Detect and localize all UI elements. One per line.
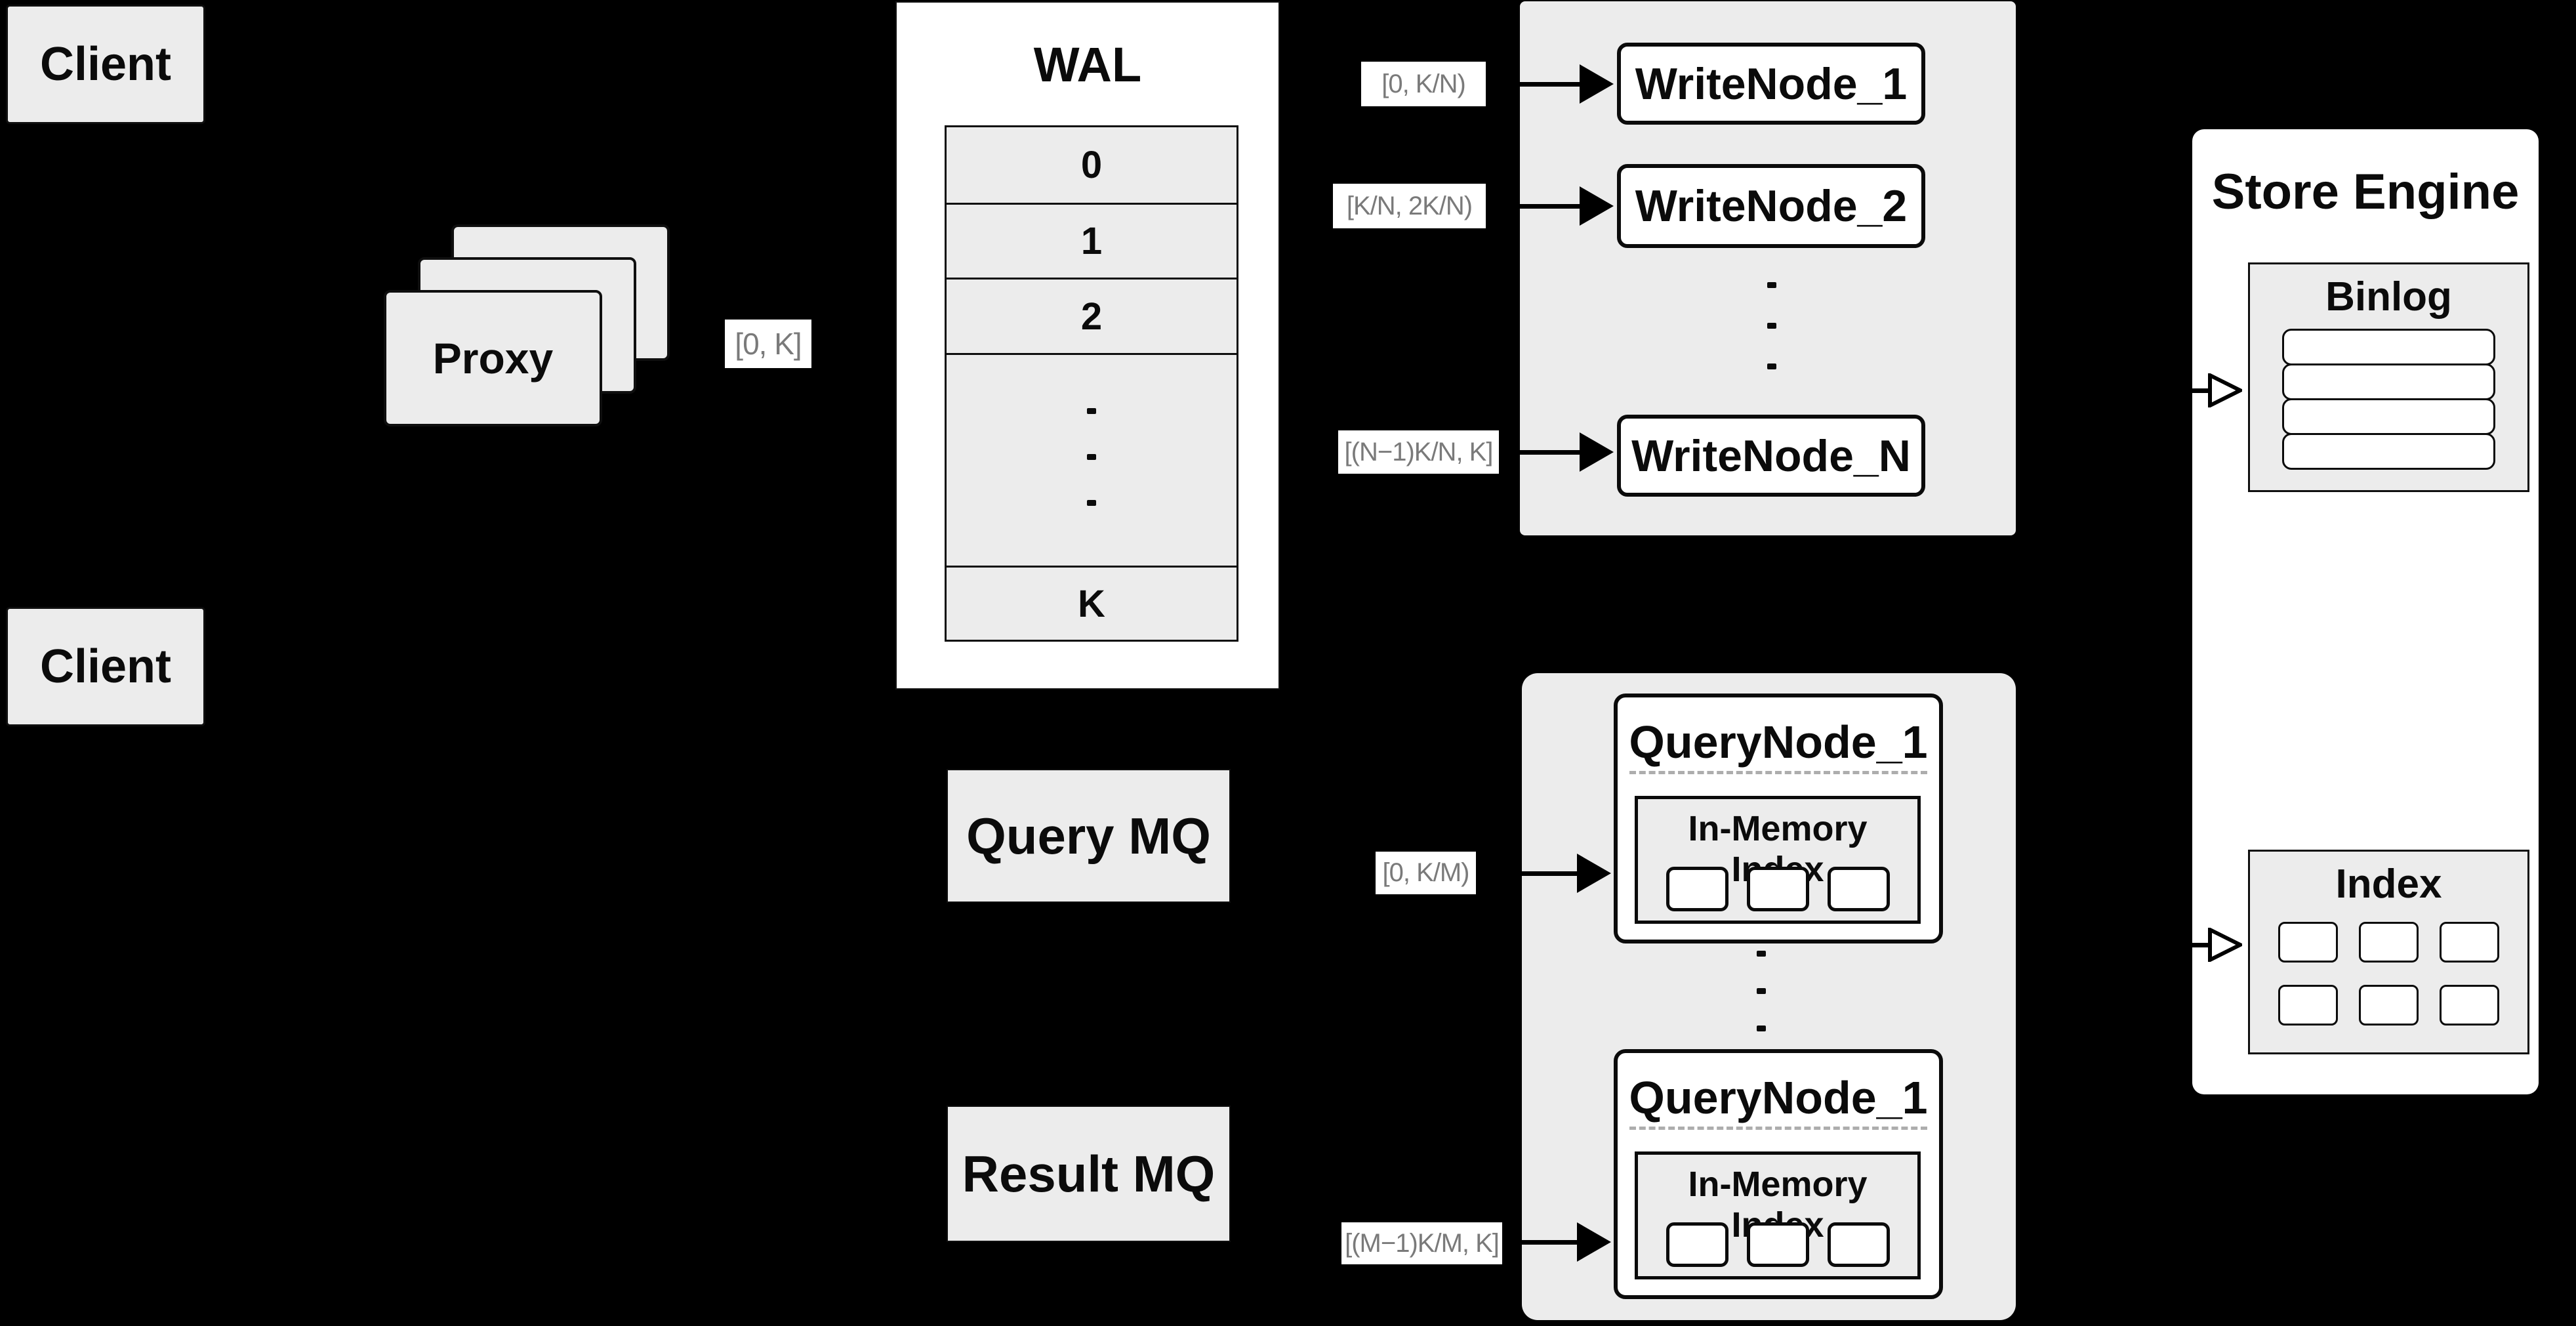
range-label-query-1: [0, K/M) [1376,852,1476,894]
binlog-row [2282,329,2495,365]
arrow-right-icon [1580,186,1614,226]
client-top-box: Client [6,5,205,124]
wal-segment-row: 0 [945,125,1238,205]
arrow-right-icon [1580,432,1614,472]
in-memory-index-box: In-Memory Index [1635,1151,1921,1279]
write-node-n-box: WriteNode_N [1617,415,1925,497]
binlog-title: Binlog [2250,274,2527,320]
arrow-shaft [2165,388,2211,393]
query-node-m-title: QueryNode_1 [1618,1071,1939,1124]
arrow-shaft [1486,204,1584,209]
dashed-divider [1629,1127,1927,1130]
segment-square [1746,1222,1809,1267]
wal-segment-row: K [945,566,1238,642]
hollow-arrow-right-icon [2208,373,2242,407]
range-label-write-n: [(N−1)K/N, K] [1338,430,1499,474]
wal-title: WAL [897,37,1278,93]
query-node-1-box: QueryNode_1 In-Memory Index [1614,694,1943,943]
binlog-box: Binlog [2248,262,2529,492]
wal-title-text: WAL [1033,37,1142,92]
arrow-shaft [1486,82,1584,87]
segment-square [1666,1222,1728,1267]
wal-segment-row: 1 [945,203,1238,280]
range-label-query-m: [(M−1)K/M, K] [1341,1222,1502,1264]
wal-segment-0: 0 [1080,144,1103,186]
index-box: Index [2248,850,2529,1054]
segment-squares [1638,1222,1917,1267]
write-node-n-label: WriteNode_N [1631,430,1911,481]
range-label-write-n-text: [(N−1)K/N, K] [1344,437,1494,466]
proxy-label: Proxy [432,334,554,383]
index-square [2278,922,2338,963]
result-mq-box: Result MQ [947,1106,1231,1242]
binlog-row [2282,363,2495,400]
range-label-0-k: [0, K] [725,320,811,368]
write-node-1-box: WriteNode_1 [1617,43,1925,125]
arrow-right-icon [1577,854,1611,893]
binlog-title-text: Binlog [2325,274,2452,320]
dashed-divider [1629,771,1927,774]
range-label-0-k-text: [0, K] [735,327,802,361]
segment-square [1746,867,1809,911]
query-node-1-title-text: QueryNode_1 [1629,716,1928,768]
arrow-right-icon [1577,1222,1611,1262]
wal-segment-k: K [1078,582,1105,625]
binlog-rows [2250,329,2527,470]
index-squares-row [2250,922,2527,963]
index-squares-row [2250,985,2527,1026]
write-node-2-box: WriteNode_2 [1617,164,1925,248]
store-engine-title-text: Store Engine [2211,164,2520,220]
range-label-write-1: [0, K/N) [1361,62,1486,106]
arrow-right-icon [1580,64,1614,104]
store-engine-box: Store Engine Binlog Index [2192,129,2539,1094]
binlog-row [2282,433,2495,470]
range-label-query-m-text: [(M−1)K/M, K] [1345,1228,1500,1258]
range-label-write-2: [K/N, 2K/N) [1333,184,1486,228]
range-label-query-1-text: [0, K/M) [1382,858,1469,887]
client-top-label: Client [39,38,171,91]
store-engine-title: Store Engine [2192,163,2539,220]
arrow-shaft [2165,943,2211,947]
range-label-write-1-text: [0, K/N) [1381,69,1466,98]
result-mq-label: Result MQ [962,1144,1216,1203]
index-square [2278,985,2338,1026]
wal-ellipsis-row [945,353,1238,568]
arrow-shaft [1502,1240,1581,1245]
index-square [2440,985,2499,1026]
segment-square [1827,867,1890,911]
query-node-m-box: QueryNode_1 In-Memory Index [1614,1049,1943,1299]
index-title: Index [2250,861,2527,907]
arrow-shaft [1476,871,1581,876]
vertical-ellipsis-icon [1087,392,1096,529]
client-bottom-box: Client [6,607,205,726]
client-bottom-label: Client [39,640,171,693]
wal-segment-1: 1 [1080,220,1103,262]
wal-segment-2: 2 [1080,295,1103,338]
binlog-row [2282,398,2495,435]
segment-square [1827,1222,1890,1267]
index-square [2359,922,2419,963]
index-title-text: Index [2335,861,2442,907]
index-square [2440,922,2499,963]
segment-square [1666,867,1728,911]
wal-table: 0 1 2 K [945,125,1238,642]
write-node-1-label: WriteNode_1 [1635,58,1908,109]
range-label-write-2-text: [K/N, 2K/N) [1346,191,1473,220]
wal-box: WAL 0 1 2 K [895,1,1280,690]
wal-segment-row: 2 [945,278,1238,355]
proxy-card-front: Proxy [384,290,602,426]
segment-squares [1638,867,1917,911]
query-mq-box: Query MQ [947,769,1231,903]
write-node-2-label: WriteNode_2 [1635,181,1908,231]
query-node-1-title: QueryNode_1 [1618,716,1939,768]
arrow-shaft [1499,450,1584,455]
in-memory-index-box: In-Memory Index [1635,796,1921,924]
query-mq-label: Query MQ [966,806,1211,865]
query-node-m-title-text: QueryNode_1 [1629,1072,1928,1123]
hollow-arrow-right-icon [2208,928,2242,962]
index-square [2359,985,2419,1026]
